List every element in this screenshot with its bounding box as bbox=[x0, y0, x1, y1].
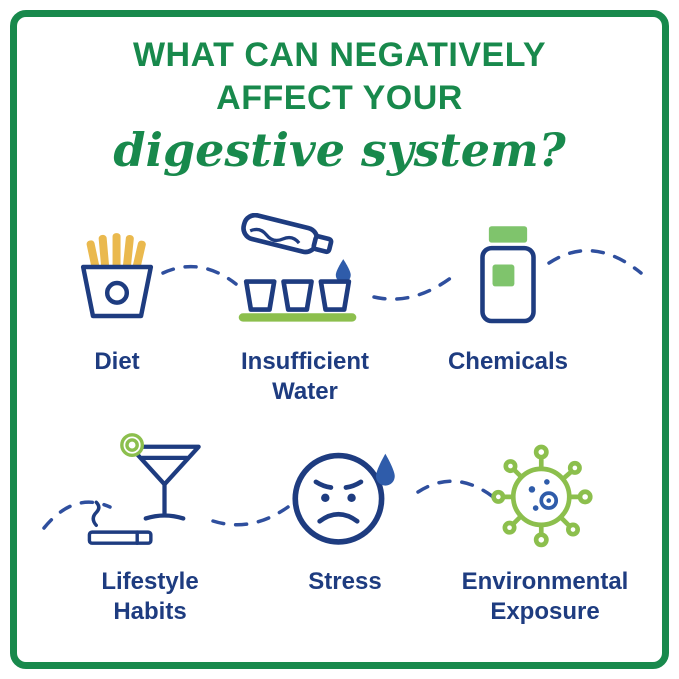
item-label-environmental-exposure: Environmental Exposure bbox=[461, 568, 629, 625]
fries-icon bbox=[80, 232, 154, 318]
germ-icon-box bbox=[440, 432, 650, 557]
title-script: digestive system? bbox=[113, 123, 566, 177]
item-insufficient-water: Insufficient Water bbox=[200, 212, 410, 407]
item-environmental-exposure: Environmental Exposure bbox=[440, 432, 650, 627]
title-line-1: WHAT CAN NEGATIVELY bbox=[132, 36, 547, 74]
water-glasses-icon bbox=[238, 212, 357, 322]
item-label-insufficient-water: Insufficient Water bbox=[240, 348, 369, 405]
item-lifestyle-habits: Lifestyle Habits bbox=[45, 432, 255, 627]
item-diet: Diet bbox=[12, 212, 222, 377]
cocktail-cigarette-icon bbox=[87, 432, 201, 545]
cocktail-cigarette-icon-box bbox=[45, 432, 255, 557]
green-border-frame bbox=[10, 10, 669, 669]
header: WHAT CAN NEGATIVELY AFFECT YOUR digestiv… bbox=[0, 34, 679, 177]
pill-bottle-icon bbox=[480, 225, 536, 323]
pill-bottle-icon-box bbox=[403, 212, 613, 337]
item-label-diet: Diet bbox=[94, 348, 140, 375]
item-stress: Stress bbox=[240, 432, 450, 597]
item-label-lifestyle-habits: Lifestyle Habits bbox=[101, 568, 199, 625]
fries-icon-box bbox=[12, 212, 222, 337]
item-chemicals: Chemicals bbox=[403, 212, 613, 377]
germ-icon bbox=[491, 444, 593, 547]
item-label-chemicals: Chemicals bbox=[447, 348, 569, 375]
item-label-stress: Stress bbox=[308, 568, 382, 595]
stressed-face-icon bbox=[292, 452, 395, 545]
title-line-2: AFFECT YOUR bbox=[216, 78, 463, 117]
water-glasses-icon-box bbox=[200, 212, 410, 337]
stressed-face-icon-box bbox=[240, 432, 450, 557]
